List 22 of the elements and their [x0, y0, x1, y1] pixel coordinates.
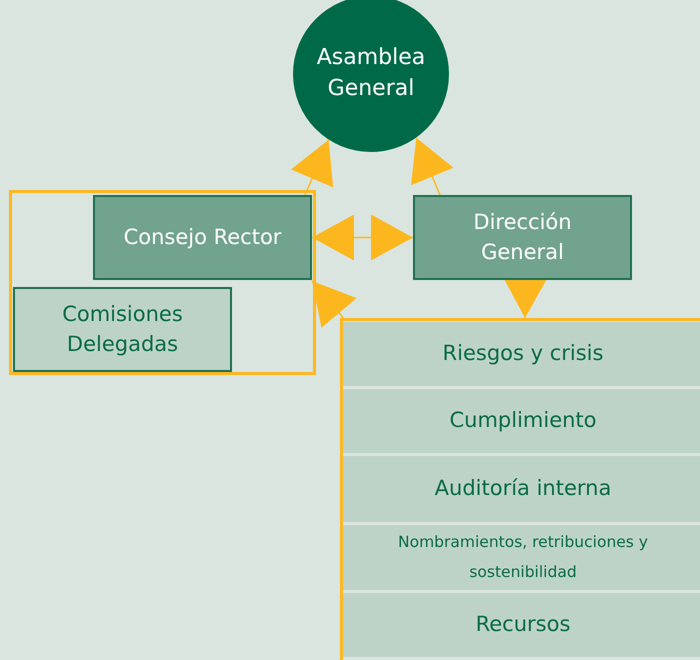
node-label: Asamblea General — [316, 44, 426, 103]
process-box — [13, 287, 232, 372]
node-label: Comisiones Delegadas — [61, 301, 184, 358]
arrow — [411, 137, 454, 196]
group-frame — [340, 318, 700, 660]
node-label: Consejo Rector — [124, 224, 282, 251]
committee-row — [343, 593, 700, 657]
node-label: Recursos — [476, 611, 570, 638]
arrow — [290, 140, 334, 196]
committee-row — [343, 525, 700, 590]
node-label: Cumplimiento — [449, 407, 597, 434]
committee-row — [343, 389, 700, 453]
committee-row — [343, 322, 700, 386]
node-label: Riesgos y crisis — [442, 340, 604, 368]
arrow — [311, 280, 357, 328]
node-label: Auditoría interna — [434, 475, 612, 502]
committee-row — [343, 456, 700, 522]
node-label: Nombramientos, retribuciones y sostenibilidad — [397, 532, 649, 582]
group-frame — [9, 190, 316, 375]
node-label: Dirección General — [472, 209, 573, 266]
process-box — [93, 195, 312, 280]
process-box — [413, 195, 632, 280]
